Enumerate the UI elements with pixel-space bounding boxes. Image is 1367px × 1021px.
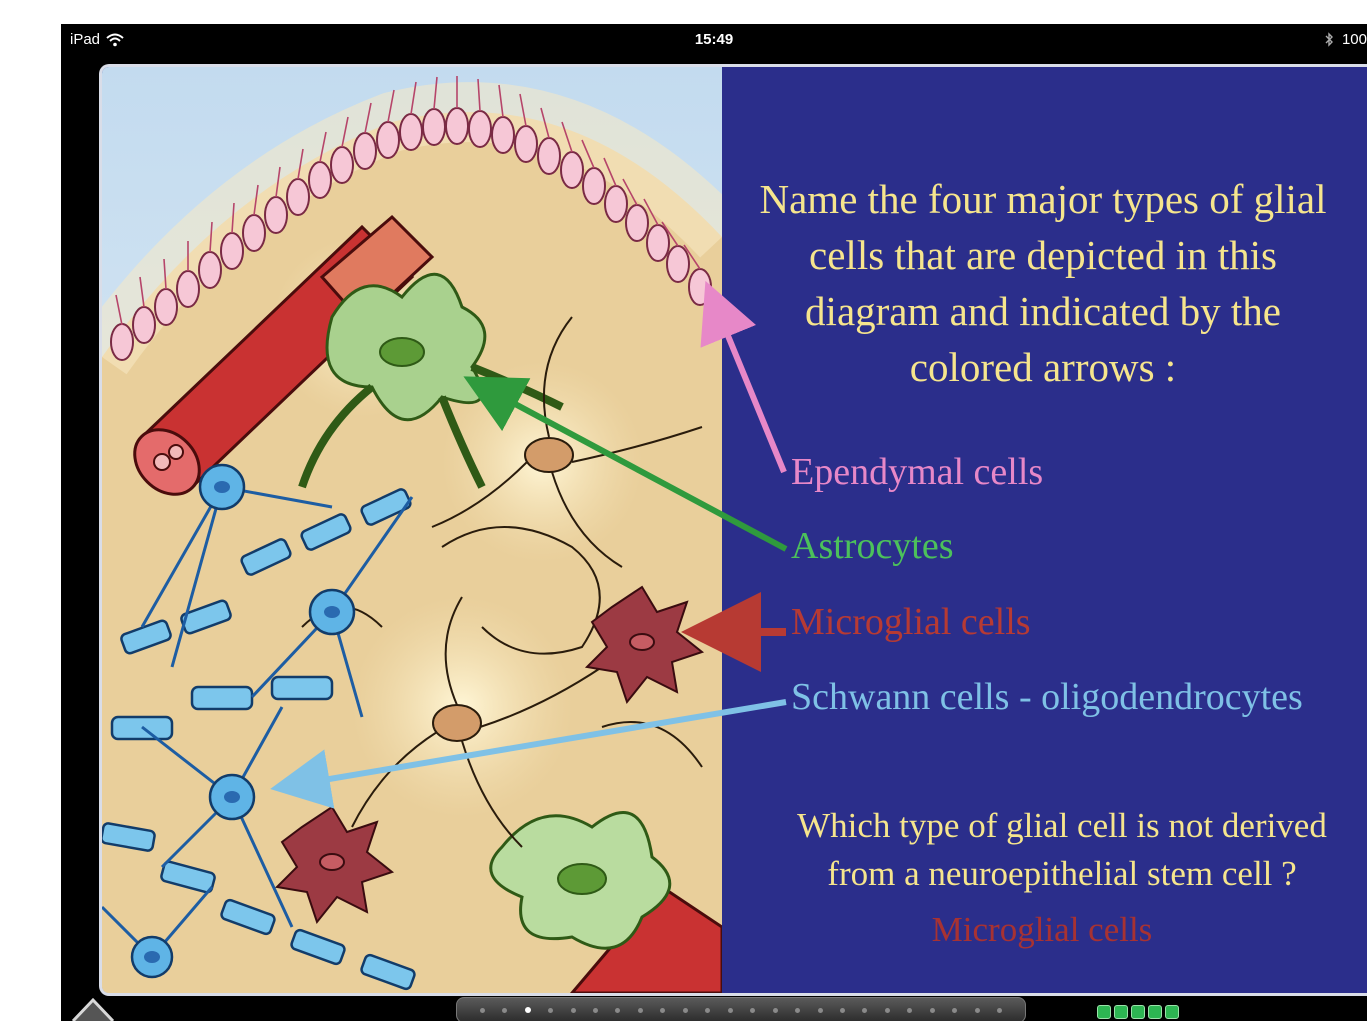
pager-dot[interactable]: [840, 1008, 845, 1013]
page-scrubber[interactable]: [456, 997, 1026, 1021]
home-icon[interactable]: [69, 994, 117, 1021]
rating-square[interactable]: [1148, 1005, 1162, 1019]
answer-schwann: Schwann cells - oligodendrocytes: [791, 675, 1303, 719]
rating-square[interactable]: [1114, 1005, 1128, 1019]
answer-ependymal: Ependymal cells: [791, 450, 1043, 494]
pager-dot[interactable]: [525, 1007, 531, 1013]
glial-cells-diagram: [102, 67, 722, 993]
status-bar: iPad 15:49 100: [61, 24, 1367, 58]
pager-dot[interactable]: [705, 1008, 710, 1013]
pager-dot[interactable]: [975, 1008, 980, 1013]
bluetooth-icon: [1324, 32, 1334, 47]
pager-dot[interactable]: [773, 1008, 778, 1013]
rating-squares: [1097, 1005, 1179, 1019]
pager-dot[interactable]: [638, 1008, 643, 1013]
pager-dot[interactable]: [795, 1008, 800, 1013]
clock: 15:49: [61, 31, 1367, 48]
question-text: Name the four major types of glial cells…: [742, 171, 1344, 395]
pager-dot[interactable]: [818, 1008, 823, 1013]
pager-dot[interactable]: [660, 1008, 665, 1013]
battery-level: 100: [1342, 31, 1367, 48]
pager-dot[interactable]: [548, 1008, 553, 1013]
pager-dot[interactable]: [571, 1008, 576, 1013]
answer-microglial: Microglial cells: [791, 600, 1031, 644]
second-question-line2: from a neuroepithelial stem cell ?: [742, 850, 1367, 898]
rating-square[interactable]: [1165, 1005, 1179, 1019]
rating-square[interactable]: [1097, 1005, 1111, 1019]
pager-dot[interactable]: [907, 1008, 912, 1013]
pager-dot[interactable]: [728, 1008, 733, 1013]
pager-dot[interactable]: [593, 1008, 598, 1013]
question-panel: Name the four major types of glial cells…: [722, 67, 1367, 993]
status-right: 100: [1324, 31, 1367, 48]
bottom-toolbar: [61, 990, 1367, 1021]
pager-dot[interactable]: [502, 1008, 507, 1013]
pager-dot[interactable]: [862, 1008, 867, 1013]
ipad-screen: iPad 15:49 100: [61, 24, 1367, 1021]
slide-viewer[interactable]: Name the four major types of glial cells…: [99, 64, 1367, 996]
pager-dot[interactable]: [930, 1008, 935, 1013]
pager-dot[interactable]: [683, 1008, 688, 1013]
pager-dot[interactable]: [997, 1008, 1002, 1013]
rating-square[interactable]: [1131, 1005, 1145, 1019]
second-question-line1: Which type of glial cell is not derived: [742, 802, 1367, 850]
pager-dot[interactable]: [480, 1008, 485, 1013]
answer-astrocytes: Astrocytes: [791, 524, 954, 568]
pager-dot[interactable]: [615, 1008, 620, 1013]
pager-dot[interactable]: [952, 1008, 957, 1013]
second-question: Which type of glial cell is not derived …: [742, 802, 1367, 898]
second-answer: Microglial cells: [722, 910, 1362, 950]
pager-dot[interactable]: [750, 1008, 755, 1013]
pager-dot[interactable]: [885, 1008, 890, 1013]
